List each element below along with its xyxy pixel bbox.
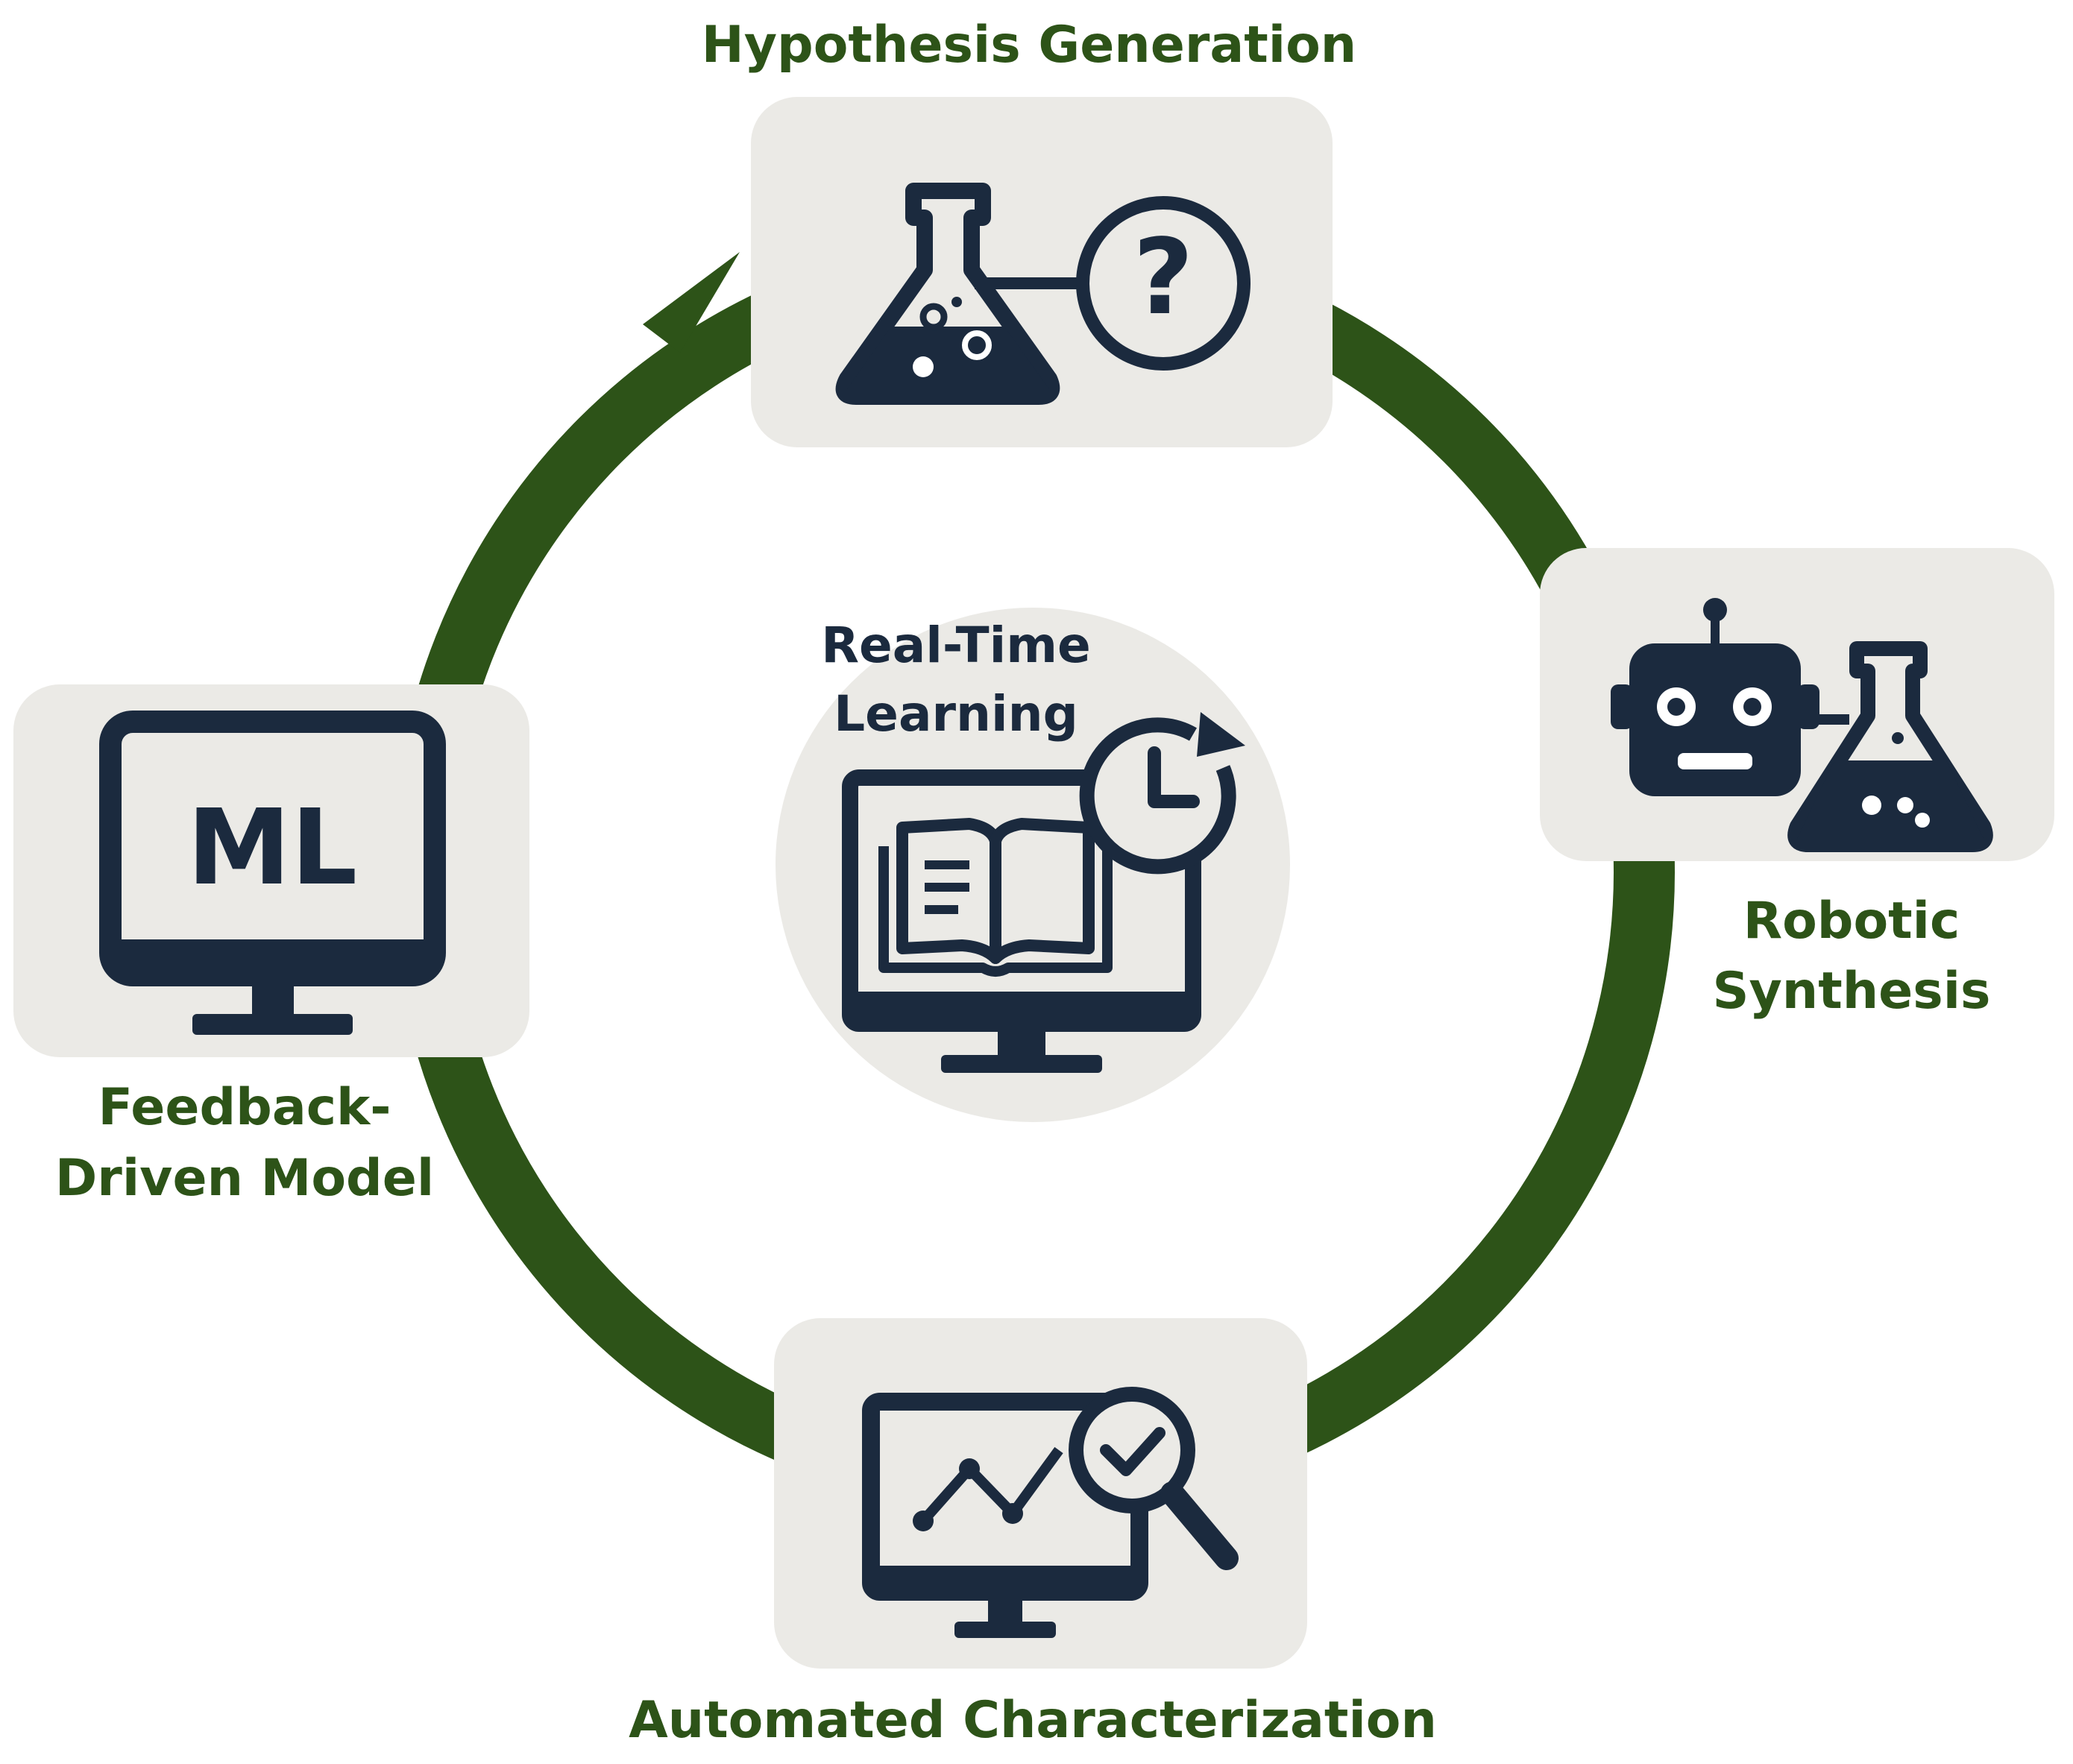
monitor-chart-magnifier-icon bbox=[862, 1387, 1239, 1638]
hypothesis-generation-label: Hypothesis Generation bbox=[702, 16, 1356, 75]
monitor-ml-icon: ML bbox=[99, 711, 446, 1035]
real-time-learning-label-line1: Real-Time bbox=[821, 617, 1091, 674]
characterization-box bbox=[774, 1318, 1307, 1669]
automated-characterization-label: Automated Characterization bbox=[629, 1691, 1437, 1750]
ml-screen-text: ML bbox=[187, 787, 358, 909]
svg-text:?: ? bbox=[1133, 217, 1193, 338]
cycle-arrowhead bbox=[643, 252, 740, 353]
robotic-synthesis-label-line2: Synthesis bbox=[1712, 962, 1990, 1021]
flask-question-icon: ? bbox=[835, 183, 1251, 405]
feedback-driven-model-label-line2: Driven Model bbox=[55, 1149, 434, 1208]
feedback-driven-model-label-line1: Feedback- bbox=[98, 1078, 391, 1137]
real-time-learning-label-line2: Learning bbox=[834, 685, 1078, 743]
robot-flask-icon bbox=[1611, 598, 1993, 852]
robotic-synthesis-label-line1: Robotic bbox=[1743, 892, 1960, 951]
monitor-book-clock-icon bbox=[842, 712, 1245, 1073]
